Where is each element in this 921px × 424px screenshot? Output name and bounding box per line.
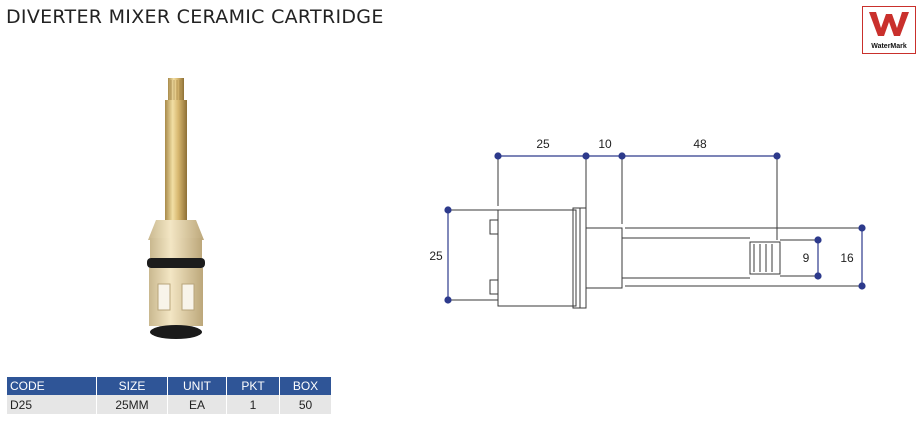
cell-box: 50 bbox=[279, 395, 332, 414]
table-header-row: CODE SIZE UNIT PKT BOX bbox=[7, 377, 332, 395]
header-unit: UNIT bbox=[167, 377, 227, 395]
logo-label: WaterMark bbox=[871, 43, 907, 50]
cell-unit: EA bbox=[167, 395, 227, 414]
table-row: D25 25MM EA 1 50 bbox=[7, 395, 332, 414]
header-box: BOX bbox=[279, 377, 332, 395]
watermark-logo: WaterMark bbox=[862, 6, 916, 54]
dim-diameter-stem: 16 bbox=[840, 251, 854, 265]
w-mark-icon bbox=[869, 12, 909, 36]
header-pkt: PKT bbox=[226, 377, 280, 395]
dim-length-stem: 48 bbox=[693, 137, 707, 151]
header-code: CODE bbox=[7, 377, 97, 395]
dimension-diagram: 25 10 48 25 9 16 bbox=[429, 137, 866, 309]
dim-diameter-spline: 9 bbox=[803, 251, 810, 265]
header-size: SIZE bbox=[96, 377, 168, 395]
dim-length-collar: 10 bbox=[598, 137, 612, 151]
spec-table: CODE SIZE UNIT PKT BOX D25 25MM EA 1 50 bbox=[7, 377, 332, 414]
cell-pkt: 1 bbox=[226, 395, 280, 414]
cell-size: 25MM bbox=[96, 395, 168, 414]
page-title: DIVERTER MIXER CERAMIC CARTRIDGE bbox=[6, 6, 384, 28]
dim-diameter-body: 25 bbox=[429, 249, 443, 263]
cell-code: D25 bbox=[7, 395, 97, 414]
product-image bbox=[147, 78, 205, 339]
dim-length-body: 25 bbox=[536, 137, 550, 151]
